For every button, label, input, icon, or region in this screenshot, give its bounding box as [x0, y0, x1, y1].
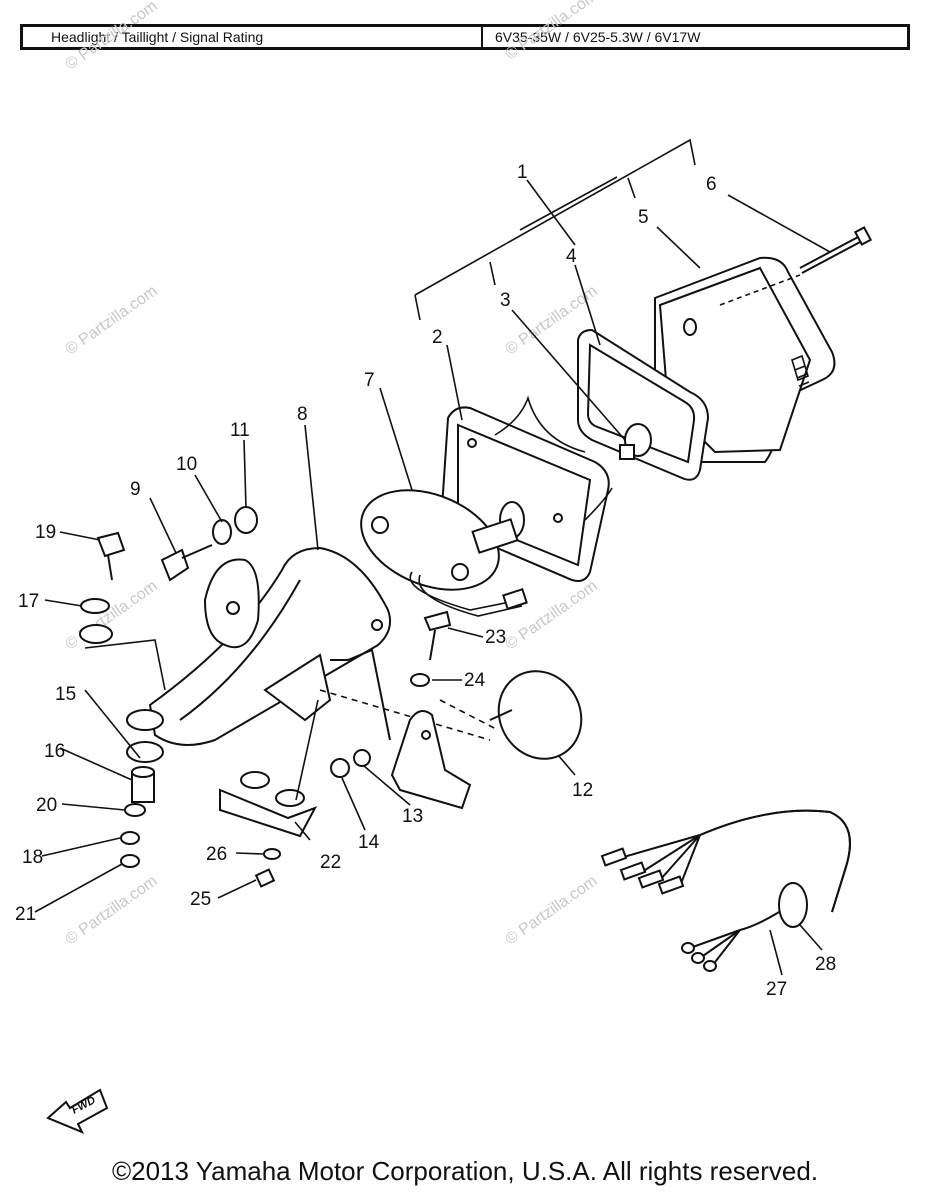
callout-numbers: 1 2 3 4 5 6 7 8 9 10 11 12 13 14 15 16 1…	[15, 162, 836, 1000]
part-base-7	[360, 489, 528, 617]
callout-12: 12	[572, 780, 593, 801]
callout-19: 19	[35, 522, 56, 543]
watermark-7: © Partzilla.com	[63, 873, 161, 949]
part-grommet-28	[778, 882, 808, 928]
callout-14: 14	[358, 832, 380, 853]
leader-lines	[34, 179, 831, 976]
part-collar-11	[234, 506, 258, 534]
callout-28: 28	[815, 954, 836, 975]
callout-20: 20	[36, 795, 57, 816]
callout-1: 1	[517, 162, 528, 183]
part-screw-6	[799, 226, 873, 274]
callout-22: 22	[320, 852, 341, 873]
part-reflector-12	[439, 670, 583, 760]
watermark-5: © Partzilla.com	[63, 578, 161, 654]
callout-21: 21	[15, 904, 36, 925]
callout-2: 2	[432, 327, 443, 348]
callout-23: 23	[485, 627, 506, 648]
callout-24: 24	[464, 670, 486, 691]
part-nuts-13-14	[330, 749, 371, 778]
rating-value: 6V35-35W / 6V25-5.3W / 6V17W	[495, 29, 701, 45]
part-washer-20	[124, 803, 146, 817]
callout-27: 27	[766, 979, 787, 1000]
callout-5: 5	[638, 207, 649, 228]
callout-17: 17	[18, 591, 39, 612]
part-bracket-8	[148, 546, 491, 746]
part-harness-27	[600, 809, 851, 972]
callout-8: 8	[297, 404, 308, 425]
callout-6: 6	[706, 174, 717, 195]
part-screw-23	[423, 610, 452, 661]
part-bolt-19	[96, 531, 126, 581]
assembly-brackets	[414, 138, 696, 321]
watermark-3: © Partzilla.com	[63, 283, 161, 359]
callout-4: 4	[566, 246, 577, 267]
rating-table: Headlight / Taillight / Signal Rating 6V…	[20, 24, 910, 50]
part-washer-10	[212, 519, 232, 545]
part-washer-17	[80, 598, 110, 614]
part-nut-21	[120, 854, 140, 868]
part-nut-18	[120, 831, 140, 845]
part-gasket-4	[577, 328, 710, 481]
watermark-2: © Partzilla.com	[503, 0, 601, 63]
callout-16: 16	[44, 741, 65, 762]
callout-25: 25	[190, 889, 211, 910]
callout-13: 13	[402, 806, 423, 827]
callout-3: 3	[500, 290, 511, 311]
part-bolt-9	[160, 544, 213, 582]
callout-10: 10	[176, 454, 197, 475]
part-rubber-15	[84, 639, 166, 763]
part-nut-26	[263, 848, 281, 860]
watermark-1: © Partzilla.com	[63, 0, 161, 73]
copyright-notice: ©2013 Yamaha Motor Corporation, U.S.A. A…	[111, 1156, 819, 1186]
part-screw-25	[254, 868, 276, 888]
callout-11: 11	[230, 420, 250, 441]
callout-18: 18	[22, 847, 43, 868]
callout-7: 7	[364, 370, 375, 391]
callout-9: 9	[130, 479, 141, 500]
part-washer-15b	[79, 624, 113, 644]
watermark-6: © Partzilla.com	[503, 578, 601, 654]
part-block-22	[219, 771, 318, 838]
rating-label: Headlight / Taillight / Signal Rating	[23, 27, 483, 47]
part-collar-16	[131, 766, 155, 803]
part-lower-bracket	[390, 710, 472, 810]
callout-15: 15	[55, 684, 76, 705]
part-nut-24	[410, 673, 430, 687]
watermark-8: © Partzilla.com	[503, 873, 601, 949]
callout-26: 26	[206, 844, 227, 865]
fwd-arrow-icon: FWD	[46, 1088, 109, 1134]
bracket-6	[414, 138, 696, 296]
